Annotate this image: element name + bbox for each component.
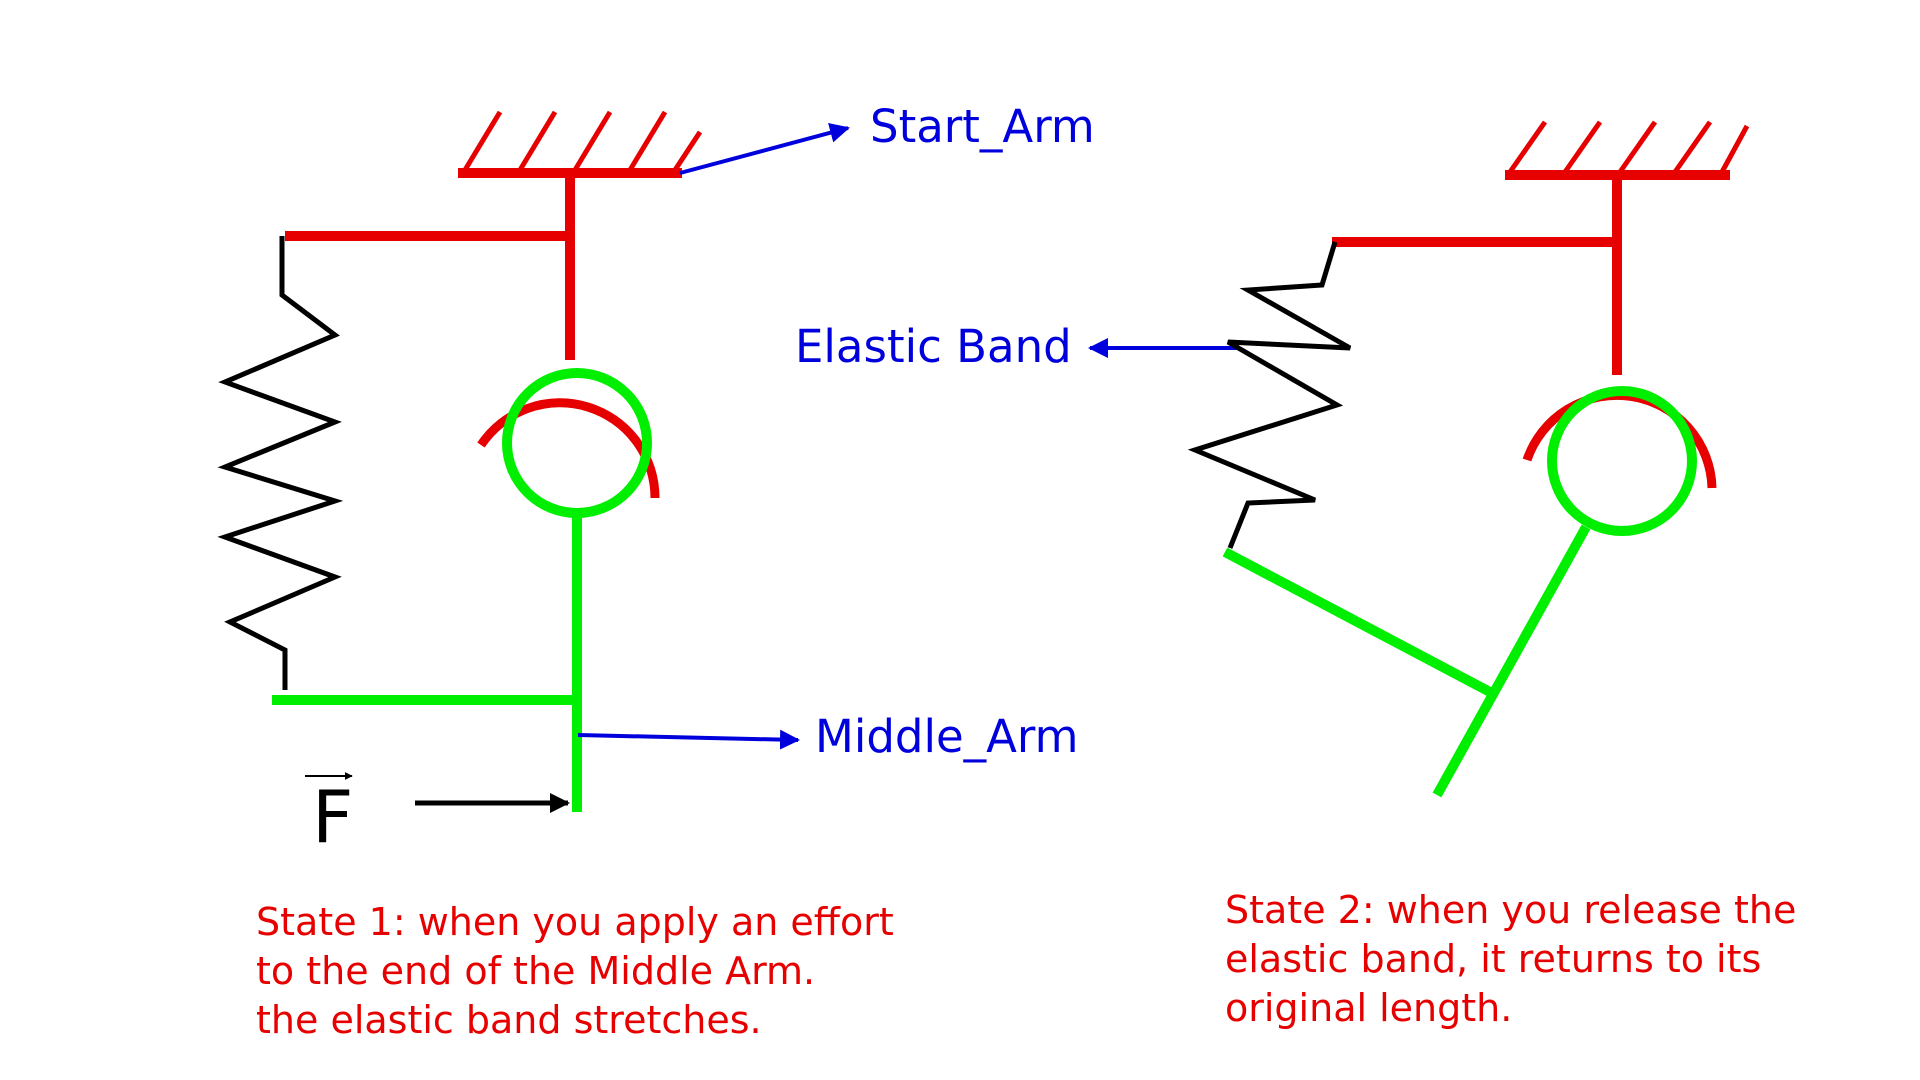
caption-state2: State 2: when you release the elastic ba… xyxy=(1225,886,1796,1033)
state1-mechanism: F xyxy=(217,110,703,859)
caption-state2-line2: elastic band, it returns to its xyxy=(1225,937,1762,981)
start-arm-pointer xyxy=(679,122,850,175)
elastic-band-label: Elastic Band xyxy=(795,320,1072,373)
annotations: Start_Arm Elastic Band Middle_Arm xyxy=(577,100,1240,763)
force-label: F xyxy=(312,775,353,859)
state2-mechanism xyxy=(1187,120,1750,798)
caption-state1-line3: the elastic band stretches. xyxy=(256,998,762,1042)
middle-arm-pointer xyxy=(577,729,800,750)
caption-state2-line3: original length. xyxy=(1225,986,1513,1030)
caption-state1-line2: to the end of the Middle Arm. xyxy=(256,949,816,993)
caption-state1: State 1: when you apply an effort to the… xyxy=(256,898,894,1045)
state1-start-arm xyxy=(285,110,703,499)
start-arm-label: Start_Arm xyxy=(870,100,1095,153)
caption-state2-line1: State 2: when you release the xyxy=(1225,888,1797,932)
middle-arm-label: Middle_Arm xyxy=(815,710,1078,763)
caption-state1-line1: State 1: when you apply an effort xyxy=(256,900,894,944)
state2-elastic-band xyxy=(1187,241,1352,549)
state1-middle-arm xyxy=(272,368,652,812)
state1-elastic-band xyxy=(217,236,344,690)
state2-middle-arm xyxy=(1222,386,1697,798)
